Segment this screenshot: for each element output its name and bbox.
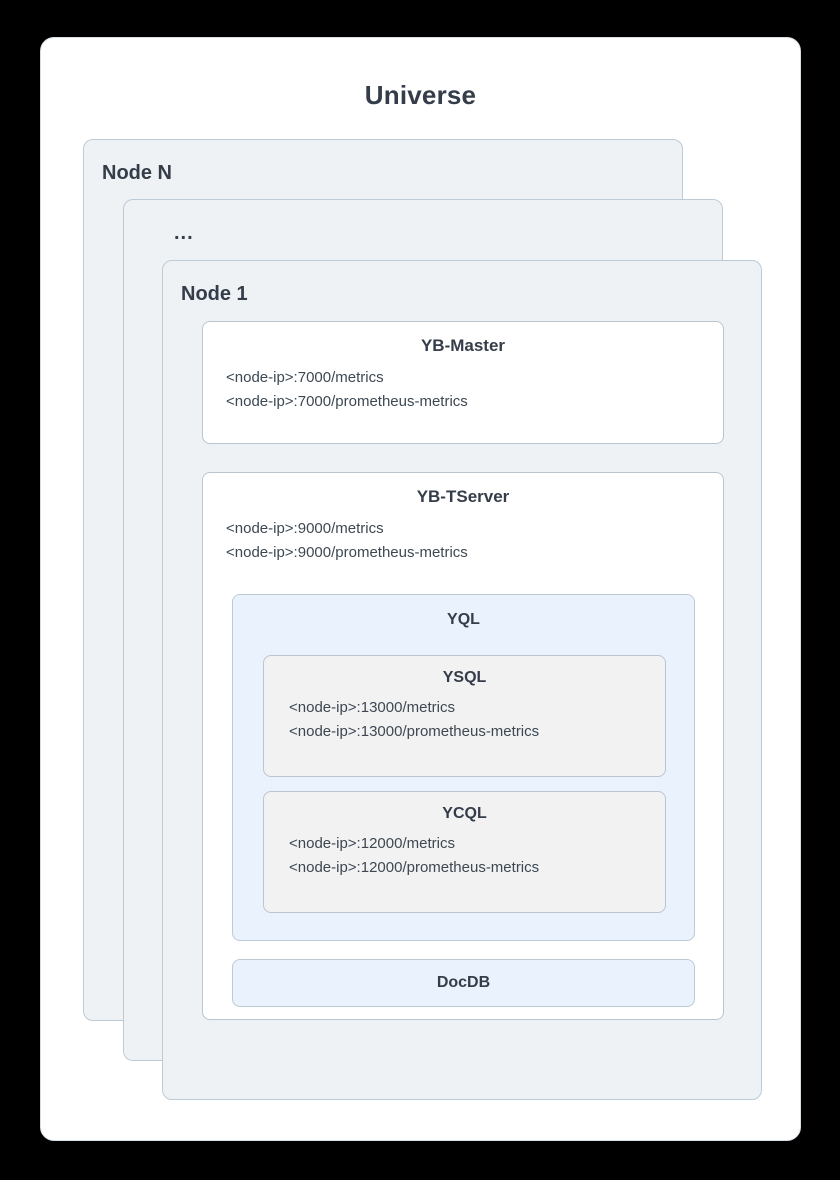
universe-title: Universe — [364, 80, 477, 110]
ycql-endpoint-metrics: <node-ip>:12000/metrics — [289, 835, 455, 852]
yql-title: YQL — [447, 611, 480, 628]
docdb-title: DocDB — [436, 974, 491, 991]
yb-tserver-title: YB-TServer — [416, 487, 510, 506]
yb-master-endpoints: <node-ip>:7000/metrics <node-ip>:7000/pr… — [203, 356, 723, 414]
yb-tserver-endpoint-metrics: <node-ip>:9000/metrics — [226, 520, 384, 537]
yb-master-endpoint-metrics: <node-ip>:7000/metrics — [226, 369, 384, 386]
yb-master-endpoint-prometheus-metrics: <node-ip>:7000/prometheus-metrics — [226, 393, 468, 410]
ysql-endpoint-prometheus-metrics: <node-ip>:13000/prometheus-metrics — [289, 723, 540, 740]
yb-master-box: YB-Master <node-ip>:7000/metrics <node-i… — [202, 321, 724, 444]
yb-tserver-endpoints: <node-ip>:9000/metrics <node-ip>:9000/pr… — [203, 507, 723, 565]
ysql-endpoints: <node-ip>:13000/metrics <node-ip>:13000/… — [264, 687, 665, 744]
ysql-endpoint-metrics: <node-ip>:13000/metrics — [289, 699, 455, 716]
yb-master-title: YB-Master — [420, 336, 506, 355]
ysql-box: YSQL <node-ip>:13000/metrics <node-ip>:1… — [263, 655, 666, 777]
node-label-node-n: Node N — [102, 162, 172, 184]
universe-card: Universe Node N ... Node 1 YB-Master <no… — [40, 37, 801, 1141]
node-card-node-1: Node 1 YB-Master <node-ip>:7000/metrics … — [162, 260, 762, 1100]
yb-tserver-endpoint-prometheus-metrics: <node-ip>:9000/prometheus-metrics — [226, 544, 468, 561]
node-label-node-1: Node 1 — [181, 283, 248, 305]
ysql-title: YSQL — [442, 669, 487, 686]
yql-box: YQL YSQL <node-ip>:13000/metrics <node-i… — [232, 594, 695, 941]
yb-tserver-box: YB-TServer <node-ip>:9000/metrics <node-… — [202, 472, 724, 1020]
docdb-box: DocDB — [232, 959, 695, 1007]
ycql-box: YCQL <node-ip>:12000/metrics <node-ip>:1… — [263, 791, 666, 913]
ycql-endpoint-prometheus-metrics: <node-ip>:12000/prometheus-metrics — [289, 859, 540, 876]
ycql-endpoints: <node-ip>:12000/metrics <node-ip>:12000/… — [264, 823, 665, 880]
ycql-title: YCQL — [442, 805, 487, 822]
node-label-ellipsis: ... — [174, 222, 194, 244]
